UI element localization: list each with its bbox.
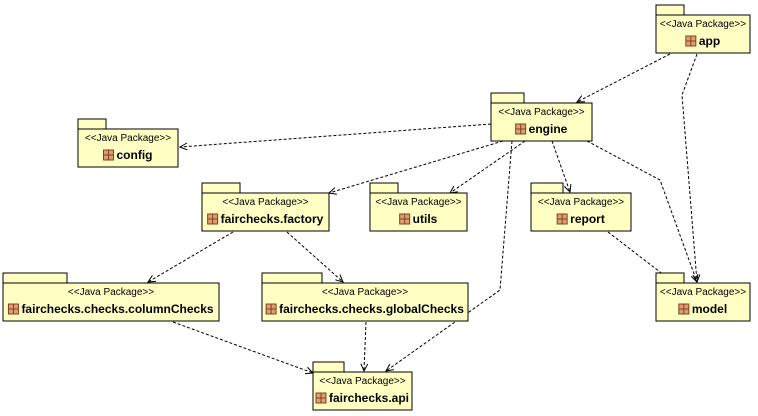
package-tab (77, 118, 107, 130)
dependency-edges (147, 53, 701, 375)
package-name: app (699, 34, 720, 48)
dependency-globalChecks-to-api (360, 321, 369, 373)
dependency-arrowhead (563, 183, 572, 194)
dependency-arrowhead (360, 363, 369, 373)
package-body (312, 371, 413, 411)
dependency-engine-to-report (551, 140, 572, 194)
package-api[interactable]: <<Java Package>> fairchecks.api (312, 361, 413, 411)
package-nodes: <<Java Package>> app <<Java Package>> engin… (2, 4, 751, 411)
package-name: fairchecks.factory (221, 212, 324, 226)
package-stereotype: <<Java Package>> (538, 197, 624, 208)
package-body (369, 192, 468, 232)
package-tab (655, 4, 685, 16)
dependency-factory-to-globalChecks (286, 231, 344, 283)
package-tab (530, 182, 564, 194)
package-factory[interactable]: <<Java Package>> fairchecks.factory (201, 182, 330, 232)
package-name: utils (413, 212, 438, 226)
package-stereotype: <<Java Package>> (375, 197, 461, 208)
dependency-engine-to-config (178, 123, 492, 151)
package-body (530, 192, 632, 232)
package-icon (265, 303, 277, 315)
package-icon (207, 213, 219, 225)
package-body (77, 128, 179, 168)
package-app[interactable]: <<Java Package>> app (655, 4, 751, 54)
dependency-factory-to-columnChecks (147, 231, 234, 283)
package-name: report (570, 212, 605, 226)
dependency-engine-to-model (586, 140, 699, 284)
package-tab (369, 182, 399, 194)
package-body (655, 14, 751, 54)
package-columnChecks[interactable]: <<Java Package>> fairchecks.checks.column… (2, 272, 220, 322)
package-body (201, 192, 330, 232)
package-icon (399, 213, 411, 225)
package-globalChecks[interactable]: <<Java Package>> fairchecks.checks.global… (261, 272, 469, 322)
package-name: fairchecks.checks.globalChecks (279, 302, 464, 316)
dependency-arrowhead (449, 185, 458, 194)
package-icon (103, 149, 114, 161)
package-tab (2, 272, 68, 284)
dependency-arrowhead (178, 142, 188, 151)
dependency-engine-to-utils (449, 140, 526, 194)
dependency-arrowhead (147, 275, 157, 283)
dependency-app-to-model (681, 53, 701, 284)
package-stereotype: <<Java Package>> (85, 133, 171, 144)
package-body (261, 282, 469, 322)
dependency-arrowhead (575, 95, 586, 103)
package-tab (490, 92, 525, 104)
dependency-arrowhead (690, 273, 699, 284)
package-stereotype: <<Java Package>> (322, 287, 408, 298)
package-icon (315, 392, 327, 404)
dependency-engine-to-api (385, 140, 513, 372)
dependency-app-to-engine (575, 53, 671, 103)
package-tab (261, 272, 323, 284)
package-body (655, 282, 751, 322)
package-icon (685, 35, 697, 47)
package-name: engine (529, 122, 568, 136)
package-report[interactable]: <<Java Package>> report (530, 182, 632, 232)
package-name: fairchecks.checks.columnChecks (21, 302, 213, 316)
package-tab (655, 272, 685, 284)
dependency-engine-to-factory (327, 140, 504, 195)
package-stereotype: <<Java Package>> (319, 376, 405, 387)
package-body (490, 102, 593, 142)
package-stereotype: <<Java Package>> (660, 19, 746, 30)
package-model[interactable]: <<Java Package>> model (655, 272, 751, 322)
package-stereotype: <<Java Package>> (660, 287, 746, 298)
dependency-arrowhead (335, 274, 344, 283)
package-name: fairchecks.api (329, 391, 409, 405)
package-stereotype: <<Java Package>> (498, 107, 584, 118)
package-body (2, 282, 220, 322)
package-engine[interactable]: <<Java Package>> engine (490, 92, 593, 142)
package-icon (515, 123, 527, 135)
package-tab (201, 182, 241, 194)
dependency-columnChecks-to-api (172, 321, 315, 375)
package-icon (7, 303, 19, 315)
package-name: config (117, 148, 153, 162)
package-stereotype: <<Java Package>> (222, 197, 308, 208)
package-config[interactable]: <<Java Package>> config (77, 118, 179, 168)
package-stereotype: <<Java Package>> (68, 287, 154, 298)
dependency-arrowhead (385, 363, 394, 372)
package-utils[interactable]: <<Java Package>> utils (369, 182, 468, 232)
package-icon (556, 213, 568, 225)
package-tab (312, 361, 345, 373)
package-icon (678, 303, 690, 315)
dependency-arrowhead (327, 187, 337, 195)
package-name: model (692, 302, 727, 316)
